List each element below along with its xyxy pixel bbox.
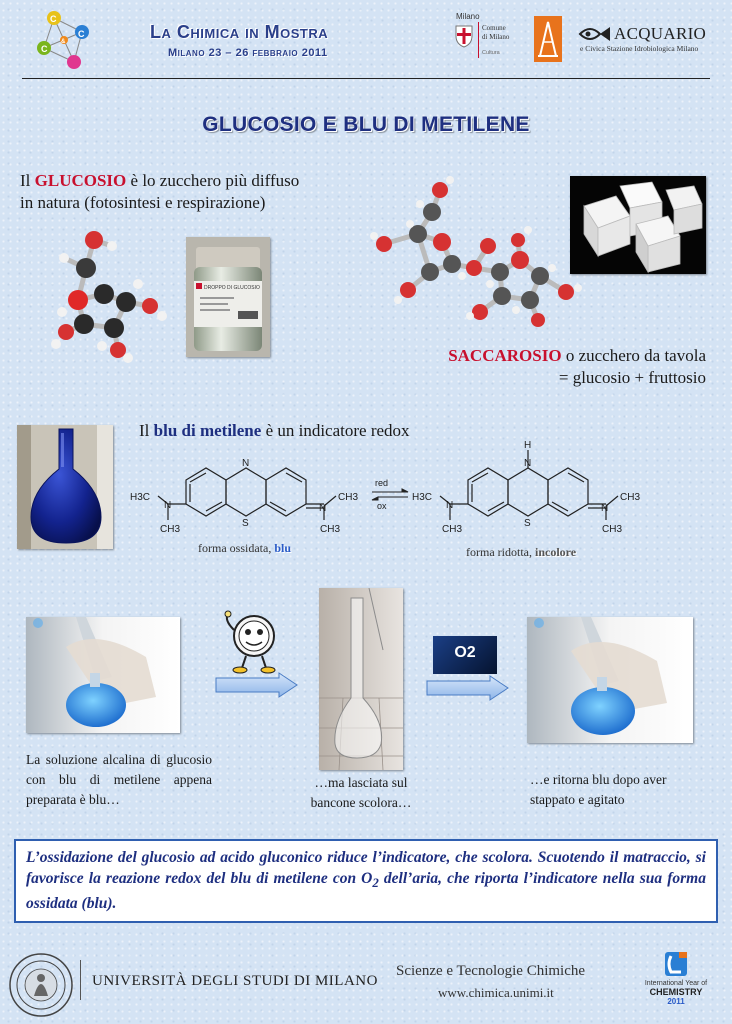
cartoon-clock-mascot-icon (224, 610, 276, 674)
reduced-caption: forma ridotta, incolore (466, 545, 576, 560)
sucrose-molecule-model (370, 176, 582, 327)
glucose-line2: in natura (fotosintesi e respirazione) (20, 193, 266, 212)
glucose-jar-photo: DROPPO DI GLUCOSIO (186, 237, 270, 357)
summary-text: L’ossidazione del glucosio ad acido gluc… (26, 847, 706, 914)
summary-part1: L’ossidazione del glucosio ad acido gluc… (26, 849, 706, 887)
sucrose-term: SACCAROSIO (448, 346, 562, 365)
summary-part2: dell’aria, che riporta l’indicatore nell… (26, 870, 706, 913)
city-crest-icon (455, 25, 473, 48)
department-url[interactable]: www.chimica.unimi.it (438, 985, 554, 1000)
arrow-ox-label: ox (377, 501, 387, 511)
iyc-year: 2011 (667, 997, 685, 1006)
sugar-cubes-photo (570, 176, 706, 274)
o2-badge: O2 (433, 636, 497, 674)
sucrose-rest: o zucchero da tavola (565, 346, 706, 365)
atom-ch3: CH3 (442, 524, 462, 535)
sucrose-line2: = glucosio + fruttosio (558, 368, 706, 387)
milano-label: Milano (456, 12, 480, 21)
methylene-redox-scheme: N S N N H3C CH3 CH3 CH3 red ox H N S N N… (130, 440, 640, 535)
atom-h: H (524, 440, 531, 451)
equilibrium-arrow (371, 488, 409, 501)
comune-line: Comune (482, 24, 506, 32)
atom-n: N (601, 503, 608, 514)
atom-n: N (524, 458, 531, 469)
methylene-description: Il blu di metilene è un indicatore redox (139, 420, 410, 442)
reduced-caption-strong: incolore (534, 545, 577, 559)
event-dates: Milano 23 – 26 febbraio 2011 (168, 47, 328, 59)
atom-ch3: CH3 (602, 524, 622, 535)
atom-ch3: CH3 (620, 492, 640, 503)
museum-logo-icon (534, 16, 562, 62)
glucose-rest: è lo zucchero più diffuso (130, 171, 300, 190)
arrow-right-icon (215, 672, 298, 698)
iyc-flask-icon (665, 952, 687, 976)
acquario-subtitle: e Civica Stazione Idrobiologica Milano (580, 44, 699, 53)
summary-box: L’ossidazione del glucosio ad acido gluc… (14, 839, 718, 923)
jar-label: DROPPO DI GLUCOSIO (204, 285, 260, 291)
methylene-lead: Il (139, 421, 150, 440)
comune-milano-logo: Milano Comune di Milano Cultura (442, 12, 512, 70)
summary-subscript: 2 (372, 875, 379, 891)
atom-ch3: CH3 (320, 524, 340, 535)
reduced-caption-text: forma ridotta, (466, 545, 532, 559)
step-caption: La soluzione alcalina di glucosio con bl… (26, 752, 212, 807)
arrow-right-icon (426, 675, 509, 701)
atom-s: S (242, 518, 249, 529)
footer-divider (80, 960, 81, 1000)
reduced-structure (439, 450, 619, 520)
oxidized-structure (157, 467, 337, 520)
logo-letter: C (50, 14, 57, 24)
step-caption: …ma lasciata sul bancone scolora… (310, 775, 412, 810)
acquario-name: ACQUARIO (614, 24, 707, 43)
department-name: Scienze e Tecnologie Chimiche (396, 963, 586, 979)
atom-s: S (524, 518, 531, 529)
comune-line: di Milano (482, 33, 510, 41)
glucose-term: GLUCOSIO (34, 171, 127, 190)
blue-again-photo (527, 617, 693, 743)
glucose-description: Il GLUCOSIO è lo zucchero più diffuso in… (20, 170, 380, 214)
atom-n: N (319, 503, 326, 514)
page-title: GLUCOSIO E BLU DI METILENE (202, 113, 530, 136)
logo-letter: C (78, 29, 85, 39)
glucose-lead: Il (20, 171, 31, 190)
atom-ch3: CH3 (160, 524, 180, 535)
arrow-red-label: red (375, 478, 388, 488)
iyc-line2: CHEMISTRY (649, 987, 703, 997)
blue-solution-photo (26, 617, 180, 733)
university-name: UNIVERSITÀ DEGLI STUDI DI MILANO (92, 973, 378, 989)
blue-flask-photo (17, 425, 113, 549)
atom-ch3: CH3 (338, 492, 358, 503)
oxidized-caption-strong: blu (274, 541, 291, 555)
atom-h3c: H3C (130, 492, 150, 503)
methylene-rest: è un indicatore redox (265, 421, 410, 440)
step-caption: …e ritorna blu dopo aver stappato e agit… (530, 772, 667, 807)
methylene-term: blu di metilene (153, 421, 262, 440)
glucose-molecule-model (51, 231, 167, 363)
logo-letter: & (61, 39, 66, 45)
atom-n: N (164, 500, 171, 511)
university-seal-icon (9, 953, 73, 1017)
oxidized-caption-text: forma ossidata, (198, 541, 272, 555)
header-divider (22, 78, 710, 79)
event-logo: C & C C (37, 11, 89, 69)
event-title: La Chimica in Mostra (150, 22, 329, 42)
comune-line: Cultura (482, 50, 500, 56)
fish-logo-icon (578, 27, 610, 41)
o2-label: O2 (454, 644, 476, 661)
atom-n: N (446, 500, 453, 511)
iyc-logo: International Year of CHEMISTRY 2011 (634, 950, 718, 1018)
oxidized-caption: forma ossidata, blu (198, 541, 291, 556)
atom-h3c: H3C (412, 492, 432, 503)
sucrose-description: SACCAROSIO o zucchero da tavola = glucos… (330, 345, 706, 389)
faded-flask-photo (319, 588, 403, 770)
atom-n: N (242, 458, 249, 469)
iyc-line1: International Year of (644, 980, 708, 987)
logo-letter: C (41, 44, 48, 54)
